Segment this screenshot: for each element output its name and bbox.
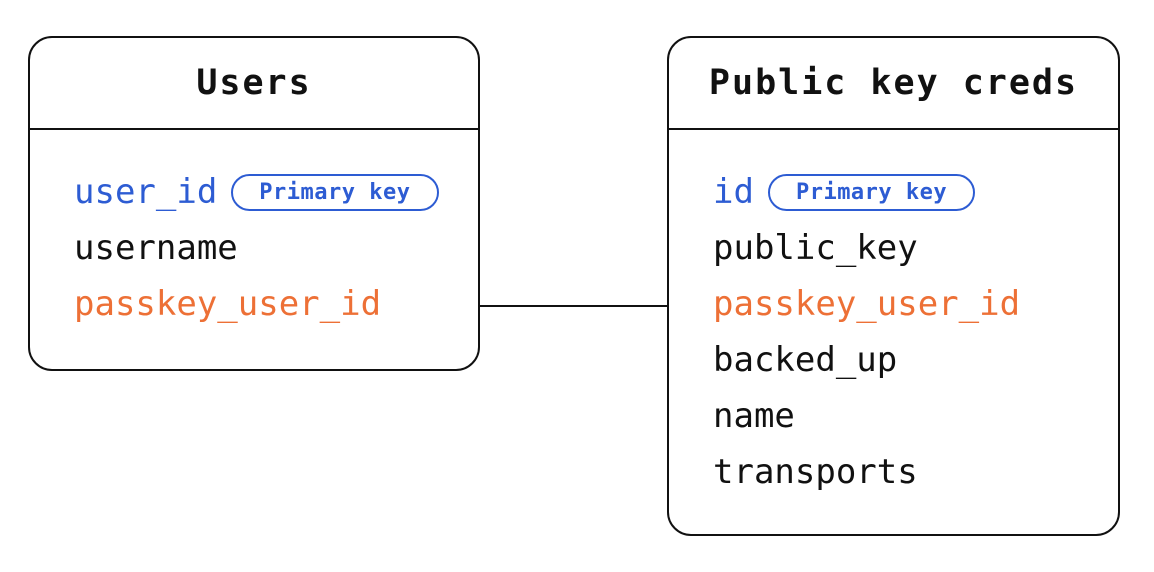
field-name: passkey_user_id (74, 284, 382, 324)
table-title: Users (196, 63, 312, 103)
table-title: Public key creds (708, 63, 1079, 103)
table-users: Users user_id Primary key username passk… (28, 36, 480, 371)
field-row-passkey-user-id: passkey_user_id (713, 276, 1118, 332)
relationship-line (470, 305, 680, 307)
field-name: user_id (74, 172, 218, 212)
table-users-header: Users (30, 38, 478, 130)
field-row-public-key: public_key (713, 220, 1118, 276)
primary-key-badge: Primary key (767, 173, 976, 211)
field-row-transports: transports (713, 444, 1118, 500)
field-row-username: username (74, 220, 478, 276)
field-name: username (74, 228, 238, 268)
table-public-key-creds: Public key creds id Primary key public_k… (667, 36, 1120, 536)
field-row-user-id: user_id Primary key (74, 164, 478, 220)
field-row-passkey-user-id: passkey_user_id (74, 276, 478, 332)
primary-key-badge: Primary key (231, 173, 439, 211)
field-name: backed_up (713, 340, 898, 380)
field-name: passkey_user_id (713, 284, 1021, 324)
field-name: name (713, 396, 795, 436)
field-row-backed-up: backed_up (713, 332, 1118, 388)
table-creds-header: Public key creds (669, 38, 1118, 130)
field-name: id (713, 172, 754, 212)
field-row-id: id Primary key (713, 164, 1118, 220)
table-creds-body: id Primary key public_key passkey_user_i… (669, 130, 1118, 500)
field-name: public_key (713, 228, 918, 268)
field-name: transports (713, 452, 918, 492)
table-users-body: user_id Primary key username passkey_use… (30, 130, 478, 332)
field-row-name: name (713, 388, 1118, 444)
